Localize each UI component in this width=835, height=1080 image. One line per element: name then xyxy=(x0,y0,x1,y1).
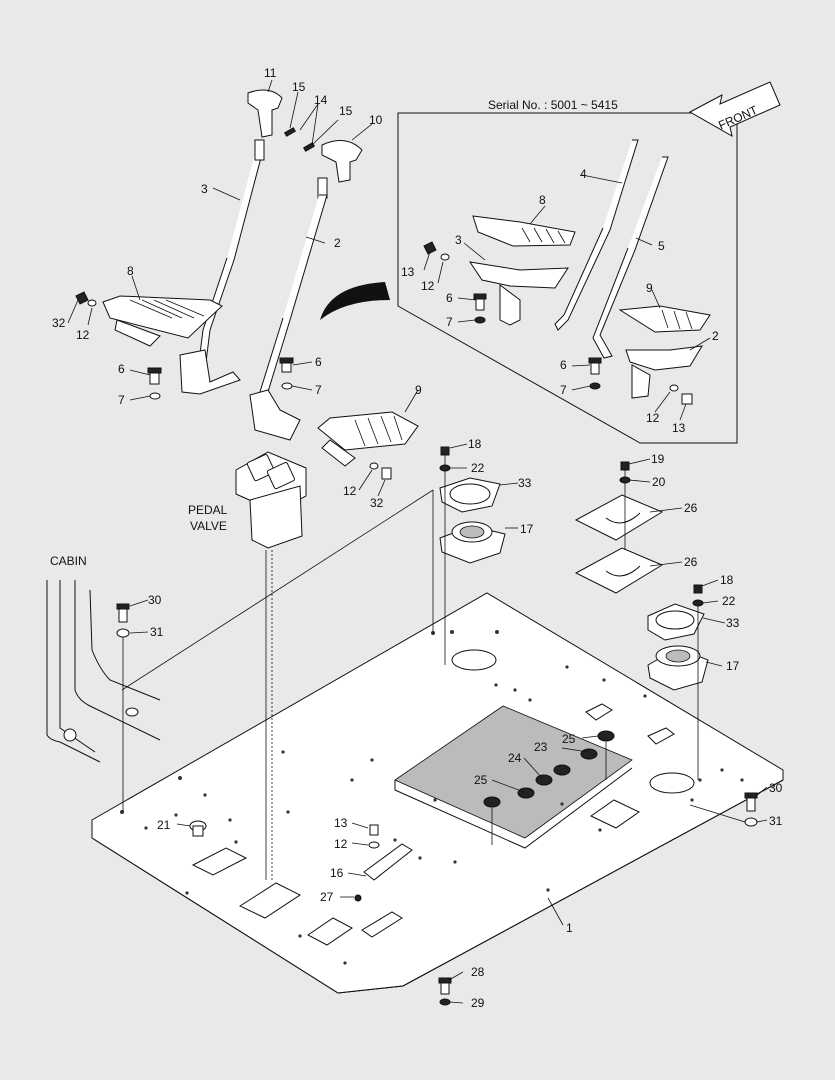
callout-8: 8 xyxy=(539,193,546,207)
callout-7: 7 xyxy=(118,393,125,407)
callout-3: 3 xyxy=(455,233,462,247)
callout-18: 18 xyxy=(720,573,734,587)
hardware-floor xyxy=(116,603,758,1006)
callout-13: 13 xyxy=(334,816,348,830)
hardware-main xyxy=(75,127,392,480)
callout-16: 16 xyxy=(330,866,344,880)
callout-33: 33 xyxy=(726,616,740,630)
callout-12: 12 xyxy=(646,411,660,425)
floor-plate xyxy=(91,592,784,994)
callout-20: 20 xyxy=(652,475,666,489)
callout-4: 4 xyxy=(580,167,587,181)
callout-18: 18 xyxy=(468,437,482,451)
callout-17: 17 xyxy=(520,522,534,536)
callout-21: 21 xyxy=(157,818,171,832)
callout-26: 26 xyxy=(684,501,698,515)
callout-7: 7 xyxy=(315,383,322,397)
callout-6: 6 xyxy=(560,358,567,372)
cabin-frame: CABIN xyxy=(46,554,161,763)
callout-12: 12 xyxy=(76,328,90,342)
callout-3: 3 xyxy=(201,182,208,196)
callout-6: 6 xyxy=(446,291,453,305)
cabin-label: CABIN xyxy=(50,554,87,568)
callout-31: 31 xyxy=(769,814,783,828)
callout-5: 5 xyxy=(658,239,665,253)
callout-8: 8 xyxy=(127,264,134,278)
callout-13: 13 xyxy=(401,265,415,279)
callout-30: 30 xyxy=(148,593,162,607)
lever-3-assembly xyxy=(102,89,283,395)
callout-14: 14 xyxy=(314,93,328,107)
callout-27: 27 xyxy=(320,890,334,904)
callout-6: 6 xyxy=(118,362,125,376)
callout-15: 15 xyxy=(292,80,306,94)
inset-pointer-arrow xyxy=(320,282,390,320)
callout-32: 32 xyxy=(370,496,384,510)
callout-7: 7 xyxy=(560,383,567,397)
front-arrow: FRONT xyxy=(688,81,781,137)
callout-30: 30 xyxy=(769,781,783,795)
callout-24: 24 xyxy=(508,751,522,765)
inset-levers xyxy=(423,139,711,405)
callout-2: 2 xyxy=(334,236,341,250)
callout-28: 28 xyxy=(471,965,485,979)
callout-1: 1 xyxy=(566,921,573,935)
callout-12: 12 xyxy=(421,279,435,293)
callout-33: 33 xyxy=(518,476,532,490)
pedal-valve: PEDAL VALVE xyxy=(188,451,307,880)
callout-25: 25 xyxy=(474,773,488,787)
callout-9: 9 xyxy=(646,281,653,295)
callout-6: 6 xyxy=(315,355,322,369)
callout-29: 29 xyxy=(471,996,485,1010)
lever-2-assembly xyxy=(249,140,419,467)
callout-31: 31 xyxy=(150,625,164,639)
callout-12: 12 xyxy=(334,837,348,851)
callout-13: 13 xyxy=(672,421,686,435)
callout-32: 32 xyxy=(52,316,66,330)
callouts: 11 15 14 15 10 3 2 8 32 12 6 7 6 7 9 12 … xyxy=(52,66,783,1010)
mount-right xyxy=(574,461,709,780)
pedal-valve-label-1: PEDAL xyxy=(188,503,228,517)
callout-26: 26 xyxy=(684,555,698,569)
pedal-valve-label-2: VALVE xyxy=(190,519,227,533)
serial-note: Serial No. : 5001 ~ 5415 xyxy=(488,98,618,112)
callout-2: 2 xyxy=(712,329,719,343)
callout-15: 15 xyxy=(339,104,353,118)
callout-23: 23 xyxy=(534,740,548,754)
callout-7: 7 xyxy=(446,315,453,329)
leader-lines xyxy=(67,79,768,1004)
serial-inset: Serial No. : 5001 ~ 5415 xyxy=(397,98,738,444)
callout-22: 22 xyxy=(722,594,736,608)
mount-left xyxy=(121,446,506,691)
callout-9: 9 xyxy=(415,383,422,397)
callout-19: 19 xyxy=(651,452,665,466)
callout-25: 25 xyxy=(562,732,576,746)
callout-10: 10 xyxy=(369,113,383,127)
callout-22: 22 xyxy=(471,461,485,475)
callout-17: 17 xyxy=(726,659,740,673)
callout-12: 12 xyxy=(343,484,357,498)
callout-11: 11 xyxy=(264,66,277,80)
